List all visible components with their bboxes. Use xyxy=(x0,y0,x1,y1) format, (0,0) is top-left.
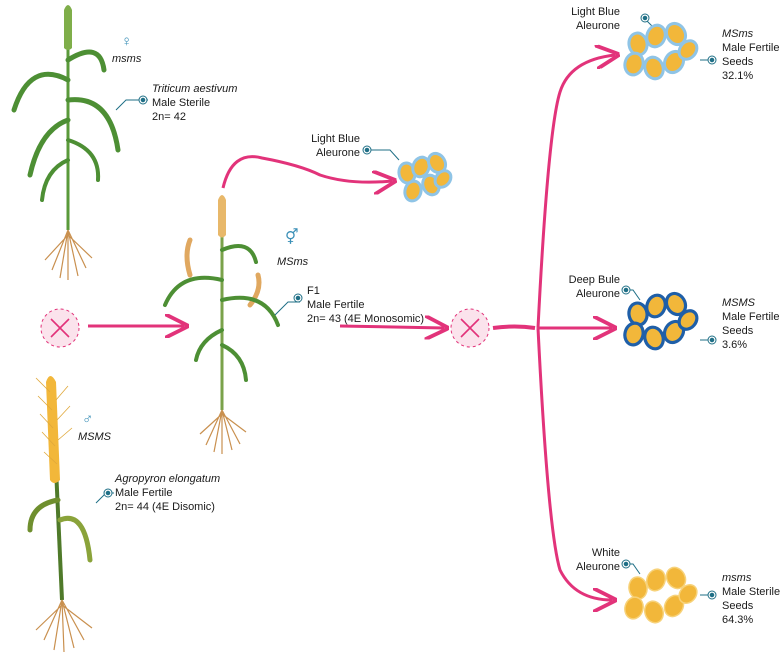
female-phenotype: Male Sterile xyxy=(152,97,211,109)
offspring-white-info: msms Male Sterile Seeds 64.3% xyxy=(722,571,780,627)
offspring-deep-blue-seeds: Seeds xyxy=(722,325,754,337)
offspring-white-phenotype: Male Sterile xyxy=(722,586,781,598)
offspring-light-blue-percent: 32.1% xyxy=(722,70,754,82)
offspring-light-blue-aleurone: Light Blue Aleurone xyxy=(565,5,620,33)
seeds-offspring-white xyxy=(624,566,698,624)
female-symbol: ♀ xyxy=(121,33,133,50)
offspring-white-percent: 64.3% xyxy=(722,614,754,626)
arrow-f1-to-seeds xyxy=(221,155,392,188)
male-chromosomes: 2n= 44 (4E Disomic) xyxy=(115,501,215,513)
offspring-deep-blue-phenotype: Male Fertile xyxy=(722,311,780,323)
male-parent-label: Agropyron elongatum Male Fertile 2n= 44 … xyxy=(115,472,220,514)
seeds-f1-light-blue xyxy=(397,151,453,203)
offspring-light-blue-info: MSms Male Fertile Seeds 32.1% xyxy=(722,27,779,83)
leader-dots xyxy=(103,13,717,600)
f1-seed-aleurone-label: Light Blue Aleurone xyxy=(310,132,360,160)
male-phenotype: Male Fertile xyxy=(115,487,173,499)
offspring-light-blue-seeds: Seeds xyxy=(722,56,754,68)
f1-phenotype: Male Fertile xyxy=(307,299,365,311)
cross-symbol-selfing xyxy=(450,308,490,348)
female-wheat-plant xyxy=(11,5,121,280)
branch-trunk xyxy=(492,324,536,330)
offspring-light-blue-genotype: MSms xyxy=(722,28,754,40)
f1-seed-aleurone-line2: Aleurone xyxy=(315,147,360,159)
offspring-white-aleurone: White Aleurone xyxy=(560,546,620,574)
offspring-deep-blue-aleurone: Deep Bule Aleurone xyxy=(560,273,620,301)
offspring-deep-blue-aleurone-line1: Deep Bule xyxy=(568,274,620,286)
female-parent-label: Triticum aestivum Male Sterile 2n= 42 xyxy=(152,82,237,124)
f1-chromosomes: 2n= 43 (4E Monosomic) xyxy=(307,313,425,325)
offspring-light-blue-aleurone-line2: Aleurone xyxy=(575,20,620,32)
arrows xyxy=(88,55,615,600)
arrow-to-white xyxy=(536,327,612,600)
f1-generation: F1 xyxy=(307,285,320,297)
hermaphrodite-symbol: ⚥ xyxy=(285,229,299,246)
male-symbol: ♂ xyxy=(82,411,94,428)
arrow-f1-to-cross xyxy=(339,326,444,328)
male-genotype: MSMS xyxy=(78,431,111,443)
f1-label: F1 Male Fertile 2n= 43 (4E Monosomic) xyxy=(307,284,424,326)
female-species: Triticum aestivum xyxy=(152,83,238,95)
f1-genotype: MSms xyxy=(277,256,309,268)
offspring-deep-blue-info: MSMS Male Fertile Seeds 3.6% xyxy=(722,296,779,352)
offspring-deep-blue-aleurone-line2: Aleurone xyxy=(575,288,620,300)
male-species: Agropyron elongatum xyxy=(115,473,221,485)
f1-plant xyxy=(163,195,280,454)
offspring-light-blue-aleurone-line1: Light Blue xyxy=(571,6,620,18)
offspring-white-genotype: msms xyxy=(722,572,752,584)
male-agropyron-plant xyxy=(27,376,93,653)
cross-symbol-parents xyxy=(40,308,80,348)
seeds-offspring-deep-blue xyxy=(623,291,699,351)
arrow-to-light-blue xyxy=(536,55,615,329)
seeds-offspring-light-blue xyxy=(623,21,699,81)
female-genotype: msms xyxy=(112,53,142,65)
offspring-white-seeds: Seeds xyxy=(722,600,754,612)
female-chromosomes: 2n= 42 xyxy=(152,111,186,123)
offspring-light-blue-phenotype: Male Fertile xyxy=(722,42,780,54)
offspring-deep-blue-genotype: MSMS xyxy=(722,297,755,309)
offspring-white-aleurone-line2: Aleurone xyxy=(575,561,620,573)
offspring-white-aleurone-line1: White xyxy=(591,547,620,559)
f1-seed-aleurone-line1: Light Blue xyxy=(311,133,360,145)
offspring-deep-blue-percent: 3.6% xyxy=(722,339,748,351)
